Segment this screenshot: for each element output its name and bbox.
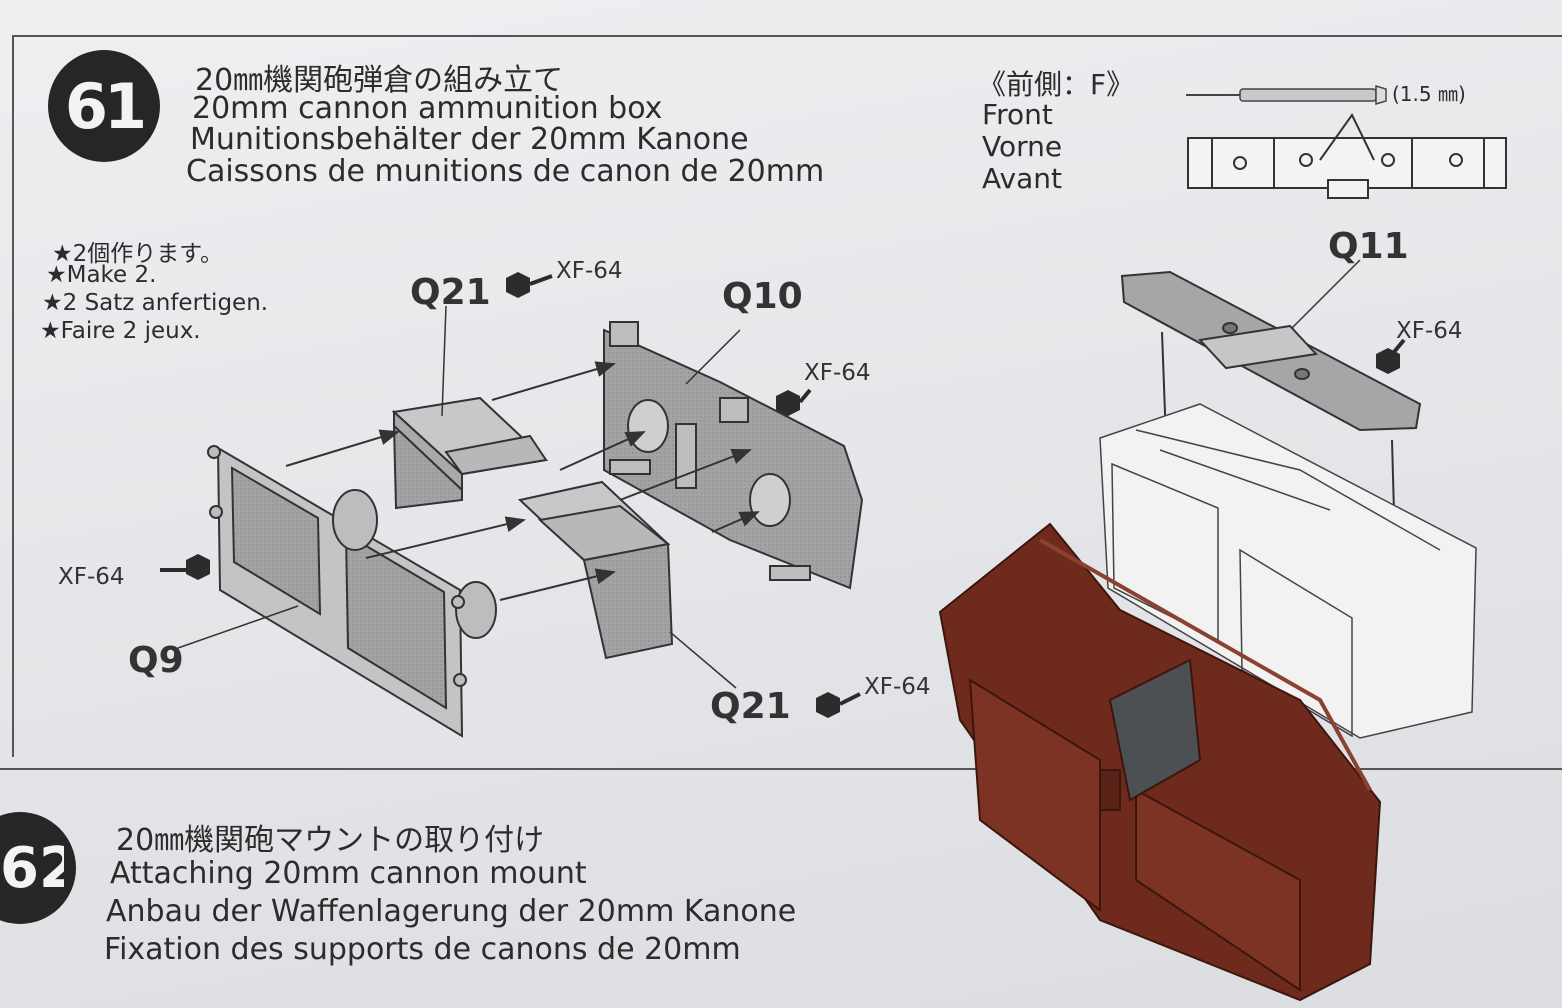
- front-note-en: Front: [982, 98, 1053, 131]
- q9-part: [207, 445, 497, 738]
- paint-label-right: XF-64: [804, 360, 871, 386]
- step-61-title-jp: 20㎜機関砲弾倉の組み立て: [195, 63, 564, 98]
- q21-bottom-part: [517, 480, 674, 660]
- step-frame: [12, 35, 1562, 757]
- step-62-title-fr: Fixation des supports de canons de 20mm: [104, 932, 741, 967]
- step-61-title-fr: Caissons de munitions de canon de 20mm: [186, 154, 825, 189]
- step-62-title-jp: 20㎜機関砲マウントの取り付け: [116, 823, 545, 858]
- front-plan-view: [1187, 113, 1507, 199]
- front-note-jp: 《前側：F》: [978, 68, 1135, 101]
- label-q21-top: Q21: [410, 272, 491, 313]
- front-note-de: Vorne: [982, 130, 1063, 163]
- paint-label-top: XF-64: [556, 258, 623, 284]
- q11-part: [1120, 270, 1422, 432]
- make-note-fr: ★Faire 2 jeux.: [40, 318, 201, 344]
- step-61-badge: 61: [48, 50, 160, 162]
- label-q10: Q10: [722, 276, 803, 317]
- paint-label-bottom: XF-64: [864, 674, 931, 700]
- drill-bit-icon: [1186, 84, 1387, 106]
- make-note-de: ★2 Satz anfertigen.: [42, 290, 269, 316]
- assembled-box-outline: [1099, 403, 1477, 739]
- step-61-title-en: 20mm cannon ammunition box: [192, 91, 663, 126]
- step-62-title-en: Attaching 20mm cannon mount: [110, 856, 587, 891]
- paint-label-q11: XF-64: [1396, 318, 1463, 344]
- brown-model-part: [938, 522, 1382, 1002]
- paint-hexagon-icon: [186, 272, 1400, 718]
- step-62-title-de: Anbau der Waffenlagerung der 20mm Kanone: [106, 894, 797, 929]
- make-note-en: ★Make 2.: [46, 262, 157, 288]
- label-q9: Q9: [128, 640, 184, 681]
- label-q21-bottom: Q21: [710, 686, 791, 727]
- front-note-fr: Avant: [982, 162, 1062, 195]
- paint-label-left: XF-64: [58, 564, 125, 590]
- q21-top-part: [391, 396, 549, 510]
- step-divider: [0, 768, 1562, 770]
- label-q11: Q11: [1328, 226, 1409, 267]
- step-62-badge-shape: [0, 812, 76, 924]
- make-note-jp: ★2個作ります。: [52, 241, 223, 267]
- step-61-title-de: Munitionsbehälter der 20mm Kanone: [190, 122, 749, 157]
- drill-size-label: (1.5 ㎜): [1392, 82, 1466, 106]
- step-62-badge: 62: [0, 836, 64, 900]
